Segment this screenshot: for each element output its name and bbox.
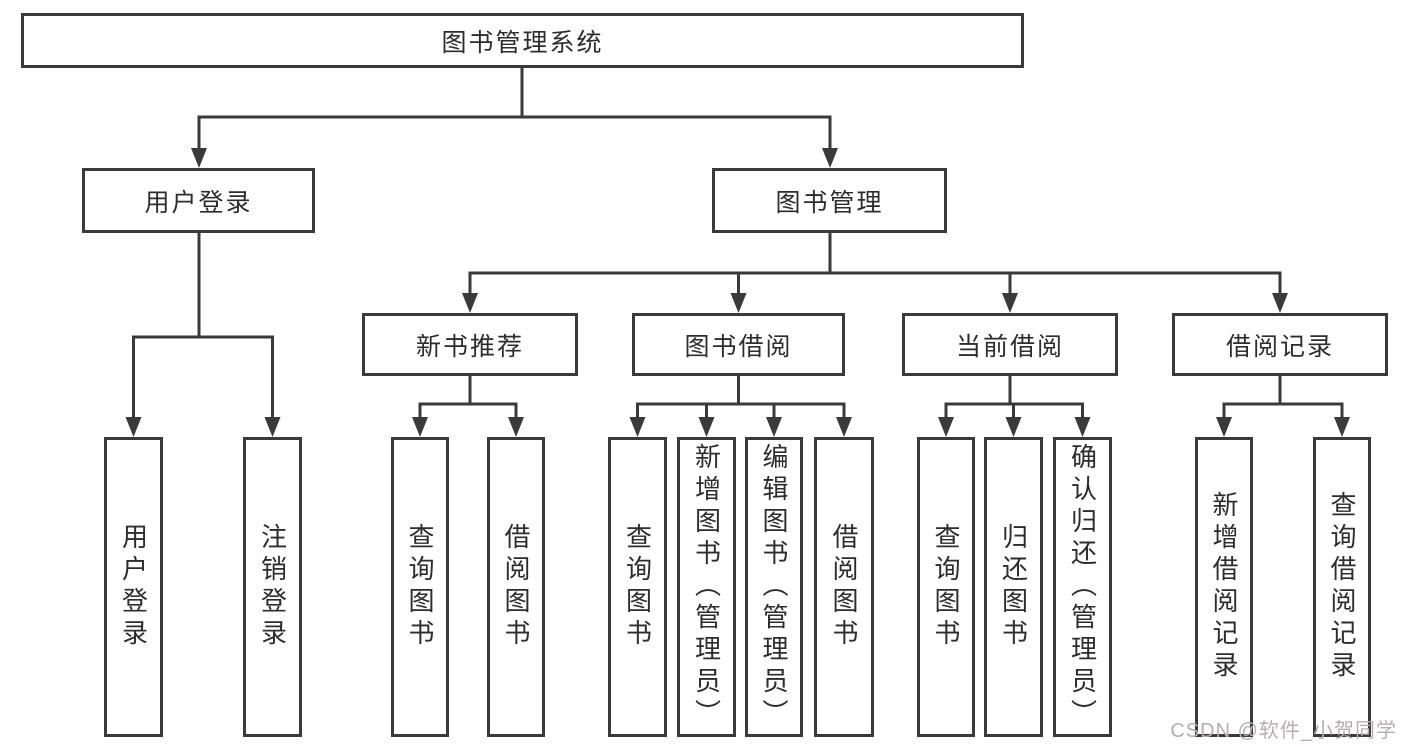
node-label: 新增借阅记录 bbox=[1209, 491, 1239, 683]
node-label: 查询图书 bbox=[622, 523, 653, 651]
node-new-book-recommend: 新书推荐 bbox=[362, 313, 578, 376]
node-leaf-query-borrow-record: 查询借阅记录 bbox=[1313, 437, 1371, 737]
node-label: 查询图书 bbox=[405, 523, 435, 651]
node-book-management: 图书管理 bbox=[712, 168, 947, 233]
node-label: 用户登录 bbox=[118, 523, 149, 651]
arrowheads bbox=[125, 148, 1350, 437]
node-label: 查询借阅记录 bbox=[1327, 491, 1357, 683]
node-leaf-confirm-return-admin: 确认归还（管理员） bbox=[1053, 437, 1112, 737]
node-leaf-edit-book-admin: 编辑图书（管理员） bbox=[745, 437, 803, 737]
node-leaf-logout: 注销登录 bbox=[243, 437, 302, 737]
watermark: CSDN @软件_小贺同学 bbox=[1170, 720, 1397, 742]
node-label: 注销登录 bbox=[257, 523, 288, 651]
node-leaf-return-book: 归还图书 bbox=[984, 437, 1043, 737]
node-user-login: 用户登录 bbox=[82, 168, 315, 233]
node-book-borrow: 图书借阅 bbox=[632, 313, 845, 376]
node-root: 图书管理系统 bbox=[21, 13, 1024, 68]
node-current-borrow: 当前借阅 bbox=[902, 313, 1118, 376]
node-leaf-query-book-recommend: 查询图书 bbox=[391, 437, 449, 737]
node-label: 编辑图书（管理员） bbox=[759, 443, 789, 731]
node-leaf-add-book-admin: 新增图书（管理员） bbox=[677, 437, 736, 737]
node-label: 借阅图书 bbox=[501, 523, 531, 651]
connector-path bbox=[132, 66, 1344, 421]
node-label: 归还图书 bbox=[998, 523, 1029, 651]
node-borrow-record: 借阅记录 bbox=[1172, 313, 1388, 376]
node-leaf-borrow-book-recommend: 借阅图书 bbox=[487, 437, 545, 737]
node-leaf-query-book-borrow: 查询图书 bbox=[608, 437, 667, 737]
node-label: 确认归还（管理员） bbox=[1067, 443, 1098, 731]
node-label: 查询图书 bbox=[931, 523, 961, 651]
node-label: 新增图书（管理员） bbox=[691, 443, 722, 731]
node-leaf-add-borrow-record: 新增借阅记录 bbox=[1195, 437, 1253, 737]
node-leaf-user-login: 用户登录 bbox=[104, 437, 163, 737]
node-leaf-query-book-current: 查询图书 bbox=[917, 437, 975, 737]
node-leaf-borrow-book: 借阅图书 bbox=[814, 437, 874, 737]
node-label: 借阅图书 bbox=[829, 523, 859, 651]
